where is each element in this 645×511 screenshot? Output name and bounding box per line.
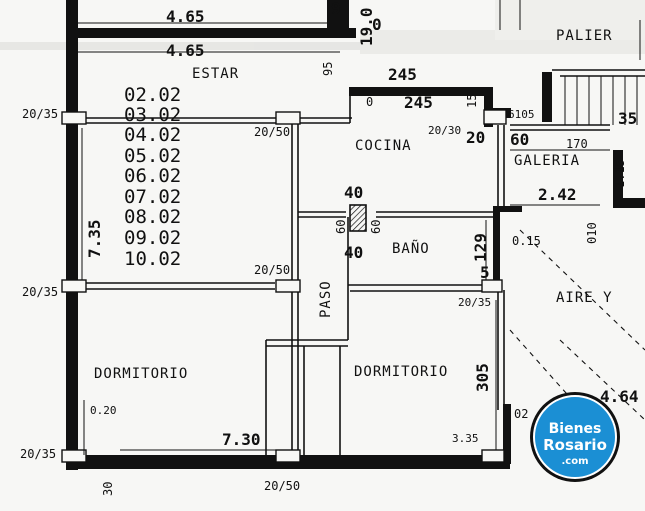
label-palier: PALIER (556, 28, 613, 44)
dim-kitchen-20: 20 (466, 128, 485, 147)
dim-top-9: 9 (331, 0, 341, 18)
dimension-lines (78, 22, 610, 455)
dim-gal-010: 010 (585, 222, 599, 244)
dim-bath-40-bottom: 40 (344, 243, 363, 262)
dim-bottom-020: 0.20 (90, 404, 117, 417)
tag-l-mid: 20/35 (22, 285, 58, 299)
level-6: 08.02 (124, 206, 181, 228)
dim-kitchen-60: 60 (510, 130, 529, 149)
dim-gal-242: 2.42 (538, 185, 577, 204)
room-estar: ESTAR (192, 66, 239, 82)
room-cocina: COCINA (355, 138, 412, 154)
tag-c-mid: 20/50 (254, 263, 290, 277)
logo-line1: Bienes (549, 421, 602, 437)
room-dormitorio-left: DORMITORIO (94, 366, 188, 382)
tag-c-bottom: 20/50 (264, 479, 300, 493)
room-paso: PASO (318, 280, 334, 318)
dim-bath-129: 129 (471, 233, 490, 262)
scan-noise (0, 0, 645, 54)
duct-shaft (349, 204, 367, 232)
dim-gal-170: 170 (566, 137, 588, 151)
dim-right-464: 4.64 (600, 387, 639, 406)
level-1: 03.02 (124, 104, 181, 126)
dim-kitchen-245-a: 245 (388, 65, 417, 84)
dim-gal-115: 1.15 (613, 159, 627, 188)
dim-bottom-30: 30 (101, 482, 115, 496)
tag-l-top: 20/35 (22, 107, 58, 121)
partition-walls (78, 69, 645, 460)
dim-bottom-730: 7.30 (222, 430, 261, 449)
tag-kitchen: 20/30 (428, 124, 461, 137)
tag-l-bottom: 20/35 (20, 447, 56, 461)
room-dormitorio-right: DORMITORIO (354, 364, 448, 380)
level-8: 10.02 (124, 248, 181, 270)
level-list: 02.02 03.02 04.02 05.02 06.02 07.02 08.0… (124, 84, 181, 270)
dimension-labels: 4.65 4.65 9 0 19.0 95 245 245 0 15 20 60… (85, 0, 639, 496)
room-galeria: GALERIA (514, 153, 580, 169)
logo-line3: .com (561, 456, 588, 467)
dim-top-19: 19.0 (357, 7, 376, 46)
logo-line2: Rosario (543, 436, 607, 454)
bienes-rosario-logo: Bienes Rosario .com (530, 392, 620, 482)
dim-dorm-305: 305 (473, 363, 492, 392)
dim-kitchen-245-b: 245 (404, 93, 433, 112)
dim-left-95: 95 (321, 62, 335, 76)
dim-kitchen-15: 15 (465, 94, 479, 108)
dim-kitchen-10: 0 (366, 95, 373, 109)
level-4: 06.02 (124, 165, 181, 187)
dim-gal-35: 35 (618, 109, 637, 128)
dim-kitchen-6105: 6105 (508, 108, 535, 121)
dim-top-10: 0 (372, 15, 382, 34)
dim-bath-40-top: 40 (344, 183, 363, 202)
level-2: 04.02 (124, 124, 181, 146)
column-markers (61, 109, 507, 463)
dim-bath-60-right: 60 (369, 220, 383, 234)
dim-bath-60-left: 60 (334, 220, 348, 234)
dim-top-465-a: 4.65 (166, 7, 205, 26)
level-0: 02.02 (124, 84, 181, 106)
stair-lines (499, 0, 641, 125)
room-aire: AIRE Y (556, 290, 613, 306)
level-7: 09.02 (124, 227, 181, 249)
wall-tags: 20/35 20/35 20/35 20/50 20/50 20/50 20/3… (20, 107, 491, 493)
dim-bottom-335: 3.35 (452, 432, 479, 445)
dim-top-465-b: 4.65 (166, 41, 205, 60)
tag-c-top: 20/50 (254, 125, 290, 139)
dim-bath-5: 5 (480, 263, 490, 282)
tag-right-mid: 20/35 (458, 296, 491, 309)
room-bano: BAÑO (392, 240, 430, 257)
level-3: 05.02 (124, 145, 181, 167)
dim-vert-735: 7.35 (85, 219, 104, 258)
room-labels: ESTAR COCINA GALERIA BAÑO PASO DORMITORI… (94, 28, 613, 382)
dim-bath-015: 0.15 (512, 234, 541, 248)
dim-bottom-02: 02 (514, 407, 528, 421)
level-5: 07.02 (124, 186, 181, 208)
